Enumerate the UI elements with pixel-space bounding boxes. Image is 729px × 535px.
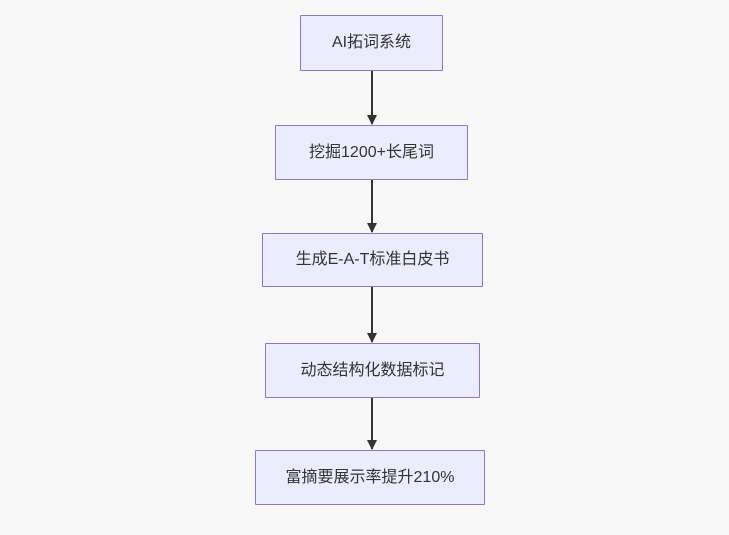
flow-node-longtail-mining: 挖掘1200+长尾词: [275, 125, 468, 180]
flow-node-ai-system: AI拓词系统: [300, 15, 443, 71]
flow-node-label: 生成E-A-T标准白皮书: [295, 251, 450, 269]
flow-node-eat-whitepaper: 生成E-A-T标准白皮书: [262, 233, 483, 287]
flow-node-label: AI拓词系统: [331, 34, 412, 52]
flow-node-label: 富摘要展示率提升210%: [285, 468, 455, 486]
flow-node-label: 挖掘1200+长尾词: [309, 143, 434, 161]
flow-node-label: 动态结构化数据标记: [300, 361, 445, 379]
flow-node-structured-data: 动态结构化数据标记: [265, 343, 480, 398]
flow-node-rich-snippet-result: 富摘要展示率提升210%: [255, 450, 485, 505]
